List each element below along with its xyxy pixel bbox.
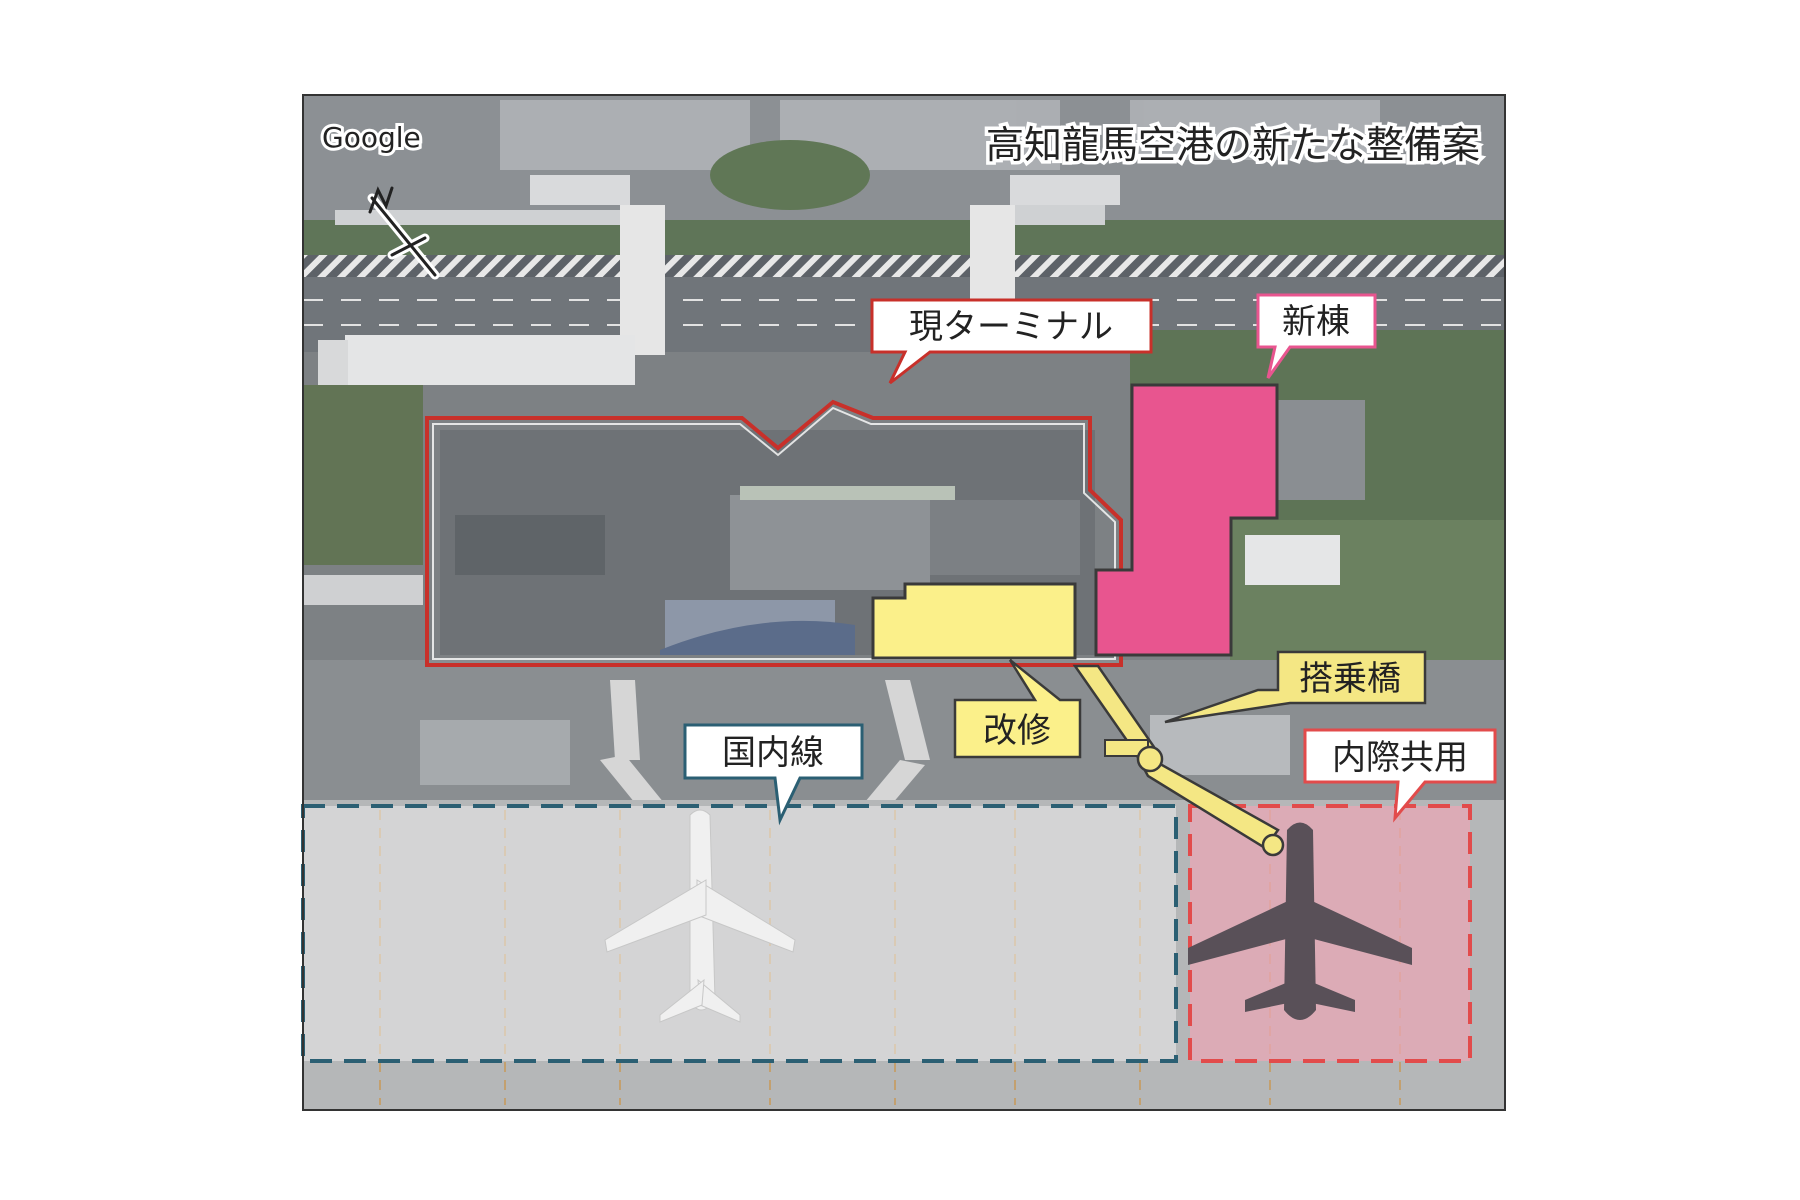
renovation-area	[871, 582, 1077, 660]
label-current-terminal: 現ターミナル	[909, 307, 1113, 347]
callout-new-building: 新棟	[1256, 293, 1377, 379]
map-title: 高知龍馬空港の新たな整備案	[986, 123, 1480, 167]
google-attribution: Google	[322, 121, 421, 154]
callout-intl-shared: 内際共用	[1303, 728, 1497, 823]
callout-domestic: 国内線	[683, 723, 864, 826]
label-boarding-bridge: 搭乗橋	[1299, 659, 1401, 699]
domestic-apron-area	[301, 804, 1178, 1063]
intl-aircraft-icon	[1188, 822, 1412, 1020]
label-domestic: 国内線	[722, 733, 824, 773]
callout-renovation: 改修	[953, 659, 1082, 759]
callout-boarding-bridge: 搭乗橋	[1164, 650, 1427, 724]
new-building-area	[1094, 383, 1279, 657]
current-terminal-outline	[425, 399, 1123, 667]
label-intl-shared: 内際共用	[1332, 738, 1468, 778]
label-renovation: 改修	[983, 711, 1051, 751]
label-new-building: 新棟	[1282, 302, 1350, 342]
map-frame	[302, 94, 1506, 1111]
callout-current-terminal: 現ターミナル	[870, 298, 1153, 385]
